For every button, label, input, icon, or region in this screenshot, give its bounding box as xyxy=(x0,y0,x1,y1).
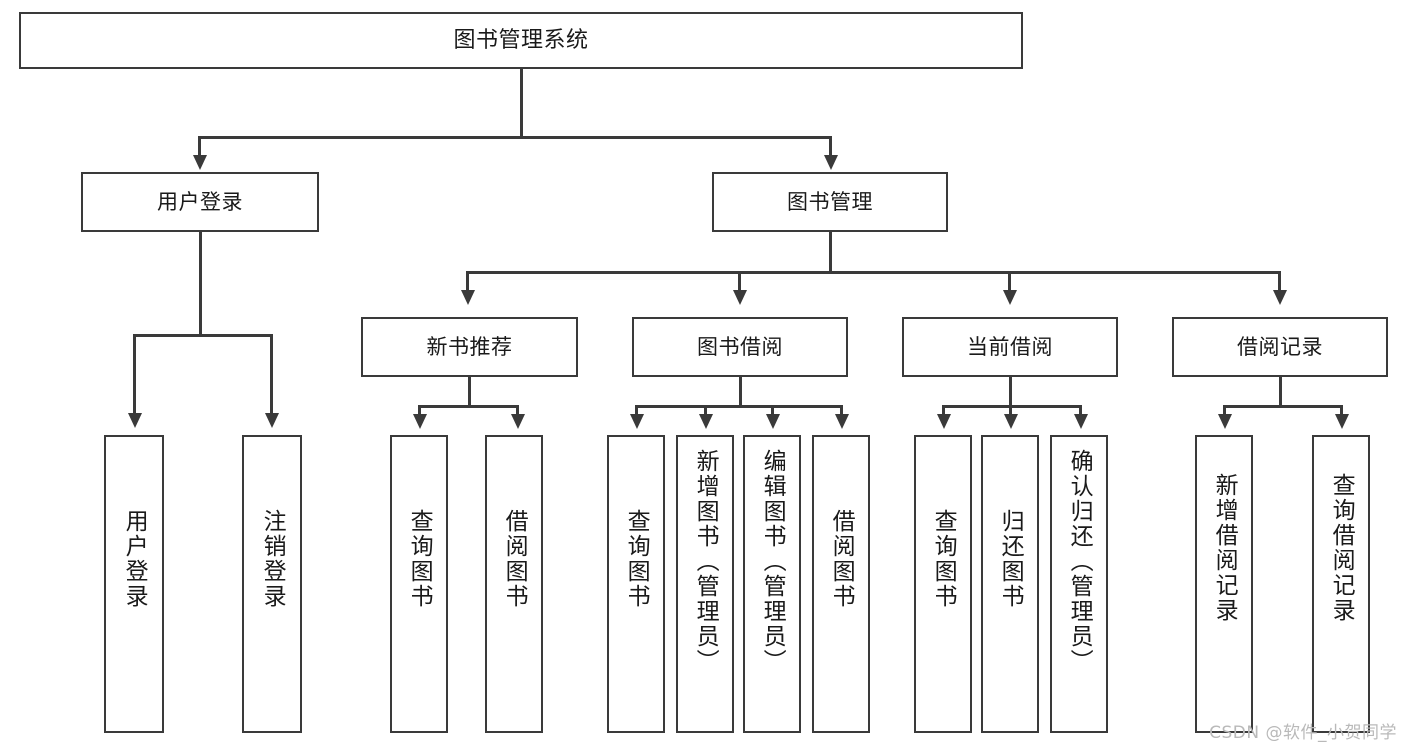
node-label: 新书推荐 xyxy=(426,334,513,359)
connector-user-login-leaf2 xyxy=(270,334,273,416)
leaf-label: 新增图书（管理员） xyxy=(692,449,719,674)
leaf-label: 新增借阅记录 xyxy=(1211,473,1238,623)
node-label: 当前借阅 xyxy=(967,334,1053,359)
leaf-book-borrow-borrow-book[interactable]: 借阅图书 xyxy=(812,435,870,733)
leaf-book-borrow-query-book[interactable]: 查询图书 xyxy=(607,435,665,733)
connector-borrow-record-leaf1 xyxy=(1223,405,1226,417)
leaf-label: 查询图书 xyxy=(406,509,433,609)
node-label: 借阅记录 xyxy=(1237,334,1323,359)
leaf-label: 查询图书 xyxy=(623,509,650,609)
node-borrow-record[interactable]: 借阅记录 xyxy=(1172,317,1388,377)
arrow-user-login-leaf2 xyxy=(265,413,279,428)
connector-user-login-stem xyxy=(199,232,202,336)
node-label: 图书管理系统 xyxy=(453,27,589,53)
arrow-book-borrow-leaf2 xyxy=(699,414,713,429)
connector-current-borrow-bus xyxy=(942,405,1081,408)
connector-book-manage-stem xyxy=(829,232,832,273)
connector-to-current-borrow xyxy=(1008,271,1011,293)
leaf-current-borrow-confirm-return-admin[interactable]: 确认归还（管理员） xyxy=(1050,435,1108,733)
leaf-borrow-record-query-record[interactable]: 查询借阅记录 xyxy=(1312,435,1370,733)
arrow-root-to-book-manage xyxy=(824,155,838,170)
connector-root-to-book-manage xyxy=(829,136,832,158)
arrow-borrow-record-leaf2 xyxy=(1335,414,1349,429)
connector-book-borrow-leaf3 xyxy=(771,405,774,417)
arrow-borrow-record-leaf1 xyxy=(1218,414,1232,429)
connector-book-borrow-leaf1 xyxy=(635,405,638,417)
connector-book-borrow-stem xyxy=(739,377,742,407)
arrow-new-book-rec-leaf2 xyxy=(511,414,525,429)
leaf-label: 确认归还（管理员） xyxy=(1066,449,1093,674)
node-book-management[interactable]: 图书管理 xyxy=(712,172,948,232)
connector-book-manage-bus xyxy=(466,271,1280,274)
node-book-borrow[interactable]: 图书借阅 xyxy=(632,317,848,377)
arrow-book-borrow-leaf1 xyxy=(630,414,644,429)
arrow-book-borrow-leaf4 xyxy=(835,414,849,429)
connector-book-borrow-leaf2 xyxy=(704,405,707,417)
node-new-book-recommend[interactable]: 新书推荐 xyxy=(361,317,578,377)
leaf-new-book-rec-borrow-book[interactable]: 借阅图书 xyxy=(485,435,543,733)
watermark-text: CSDN @软件_小贺同学 xyxy=(1209,723,1397,743)
leaf-label: 查询图书 xyxy=(930,509,957,609)
leaf-label: 注销登录 xyxy=(259,509,286,609)
connector-to-new-book-rec xyxy=(466,271,469,293)
leaf-book-borrow-add-book-admin[interactable]: 新增图书（管理员） xyxy=(676,435,734,733)
connector-current-borrow-leaf2 xyxy=(1009,405,1012,417)
connector-book-borrow-bus xyxy=(635,405,842,408)
arrow-to-book-borrow xyxy=(733,290,747,305)
node-current-borrow[interactable]: 当前借阅 xyxy=(902,317,1118,377)
node-label: 图书借阅 xyxy=(697,334,783,359)
leaf-current-borrow-return-book[interactable]: 归还图书 xyxy=(981,435,1039,733)
leaf-label: 编辑图书（管理员） xyxy=(759,449,786,674)
arrow-to-borrow-record xyxy=(1273,290,1287,305)
arrow-new-book-rec-leaf1 xyxy=(413,414,427,429)
connector-root-stem xyxy=(520,69,523,137)
connector-to-borrow-record xyxy=(1278,271,1281,293)
leaf-label: 借阅图书 xyxy=(828,509,855,609)
arrow-user-login-leaf1 xyxy=(128,413,142,428)
connector-new-book-rec-leaf2 xyxy=(516,405,519,417)
connector-borrow-record-bus xyxy=(1223,405,1342,408)
connector-new-book-rec-bus xyxy=(418,405,518,408)
leaf-user-login-logout[interactable]: 注销登录 xyxy=(242,435,302,733)
leaf-current-borrow-query-book[interactable]: 查询图书 xyxy=(914,435,972,733)
leaf-book-borrow-edit-book-admin[interactable]: 编辑图书（管理员） xyxy=(743,435,801,733)
node-user-login[interactable]: 用户登录 xyxy=(81,172,319,232)
connector-current-borrow-leaf1 xyxy=(942,405,945,417)
leaf-label: 查询借阅记录 xyxy=(1328,473,1355,623)
connector-to-book-borrow xyxy=(738,271,741,293)
arrow-book-borrow-leaf3 xyxy=(766,414,780,429)
arrow-root-to-user-login xyxy=(193,155,207,170)
arrow-current-borrow-leaf1 xyxy=(937,414,951,429)
arrow-to-current-borrow xyxy=(1003,290,1017,305)
node-label: 图书管理 xyxy=(787,189,873,214)
connector-new-book-rec-stem xyxy=(468,377,471,407)
leaf-user-login-login[interactable]: 用户登录 xyxy=(104,435,164,733)
connector-root-to-user-login xyxy=(198,136,201,158)
leaf-borrow-record-add-record[interactable]: 新增借阅记录 xyxy=(1195,435,1253,733)
connector-book-borrow-leaf4 xyxy=(840,405,843,417)
connector-user-login-bus xyxy=(133,334,272,337)
leaf-label: 用户登录 xyxy=(121,509,148,609)
connector-borrow-record-leaf2 xyxy=(1340,405,1343,417)
connector-user-login-leaf1 xyxy=(133,334,136,416)
connector-current-borrow-leaf3 xyxy=(1079,405,1082,417)
connector-borrow-record-stem xyxy=(1279,377,1282,407)
connector-root-bus xyxy=(198,136,831,139)
arrow-current-borrow-leaf3 xyxy=(1074,414,1088,429)
arrow-to-new-book-rec xyxy=(461,290,475,305)
node-label: 用户登录 xyxy=(157,189,243,214)
leaf-label: 归还图书 xyxy=(997,509,1024,609)
connector-new-book-rec-leaf1 xyxy=(418,405,421,417)
leaf-label: 借阅图书 xyxy=(501,509,528,609)
arrow-current-borrow-leaf2 xyxy=(1004,414,1018,429)
leaf-new-book-rec-query-book[interactable]: 查询图书 xyxy=(390,435,448,733)
node-root-book-management-system[interactable]: 图书管理系统 xyxy=(19,12,1023,69)
connector-current-borrow-stem xyxy=(1009,377,1012,407)
